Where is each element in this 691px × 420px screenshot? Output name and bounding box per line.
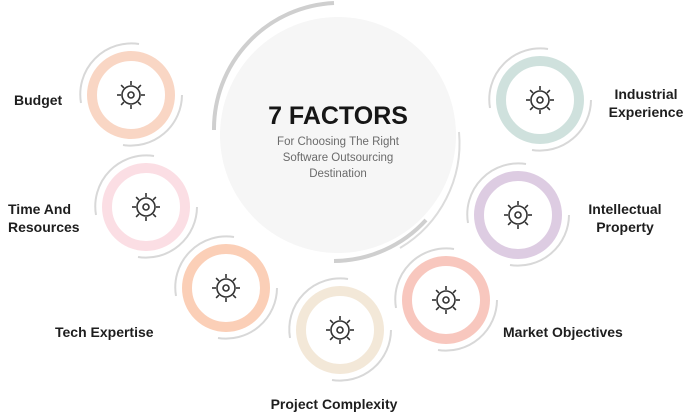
factor-node — [288, 277, 392, 382]
node-arc — [531, 99, 592, 152]
label-intellectual-property: Intellectual Property — [588, 201, 662, 235]
factor-node — [94, 154, 198, 259]
idea-hand-icon — [504, 201, 532, 229]
label-tech-expertise: Tech Expertise — [55, 324, 154, 340]
node-arc — [488, 47, 549, 109]
node-ring — [296, 286, 384, 374]
gear-network-icon — [326, 316, 354, 344]
center-title: 7 FACTORS — [268, 102, 408, 130]
node-ring — [87, 51, 175, 139]
gear-bulb-icon — [212, 274, 240, 302]
center-arc-bottom — [333, 218, 428, 263]
label-project-complexity: Project Complexity — [270, 396, 398, 412]
factor-node — [394, 247, 498, 352]
budget-calculator-icon — [117, 81, 145, 109]
factor-node — [174, 235, 278, 340]
label-industrial-experience: Industrial Experience — [608, 86, 684, 120]
node-ring — [102, 163, 190, 251]
node-arc — [79, 42, 140, 104]
label-budget: Budget — [14, 92, 63, 108]
center-circle — [220, 17, 456, 253]
node-arc — [394, 247, 455, 309]
clock-icon — [132, 193, 160, 221]
node-ring — [474, 171, 562, 259]
label-market-objectives: Market Objectives — [503, 324, 623, 340]
node-ring — [182, 244, 270, 332]
node-arc — [466, 162, 527, 224]
node-arc — [122, 94, 183, 147]
node-arc — [94, 154, 155, 216]
node-arc — [217, 287, 278, 340]
node-ring — [496, 56, 584, 144]
node-arc — [137, 206, 198, 259]
node-ring — [402, 256, 490, 344]
node-arc — [437, 299, 498, 352]
center-arc-top — [211, 1, 335, 131]
label-time-and-resources: Time And Resources — [8, 201, 80, 235]
radar-target-icon — [432, 286, 460, 314]
factor-node — [466, 162, 570, 267]
factor-node — [488, 47, 592, 152]
node-arc — [174, 235, 235, 297]
center-subtitle: For Choosing The Right Software Outsourc… — [277, 136, 399, 180]
node-arc — [331, 329, 392, 382]
node-arc — [509, 214, 570, 267]
factor-node — [79, 42, 183, 147]
center-arc-right — [399, 131, 461, 249]
node-arc — [288, 277, 349, 339]
gear-bulb-icon — [526, 86, 554, 114]
